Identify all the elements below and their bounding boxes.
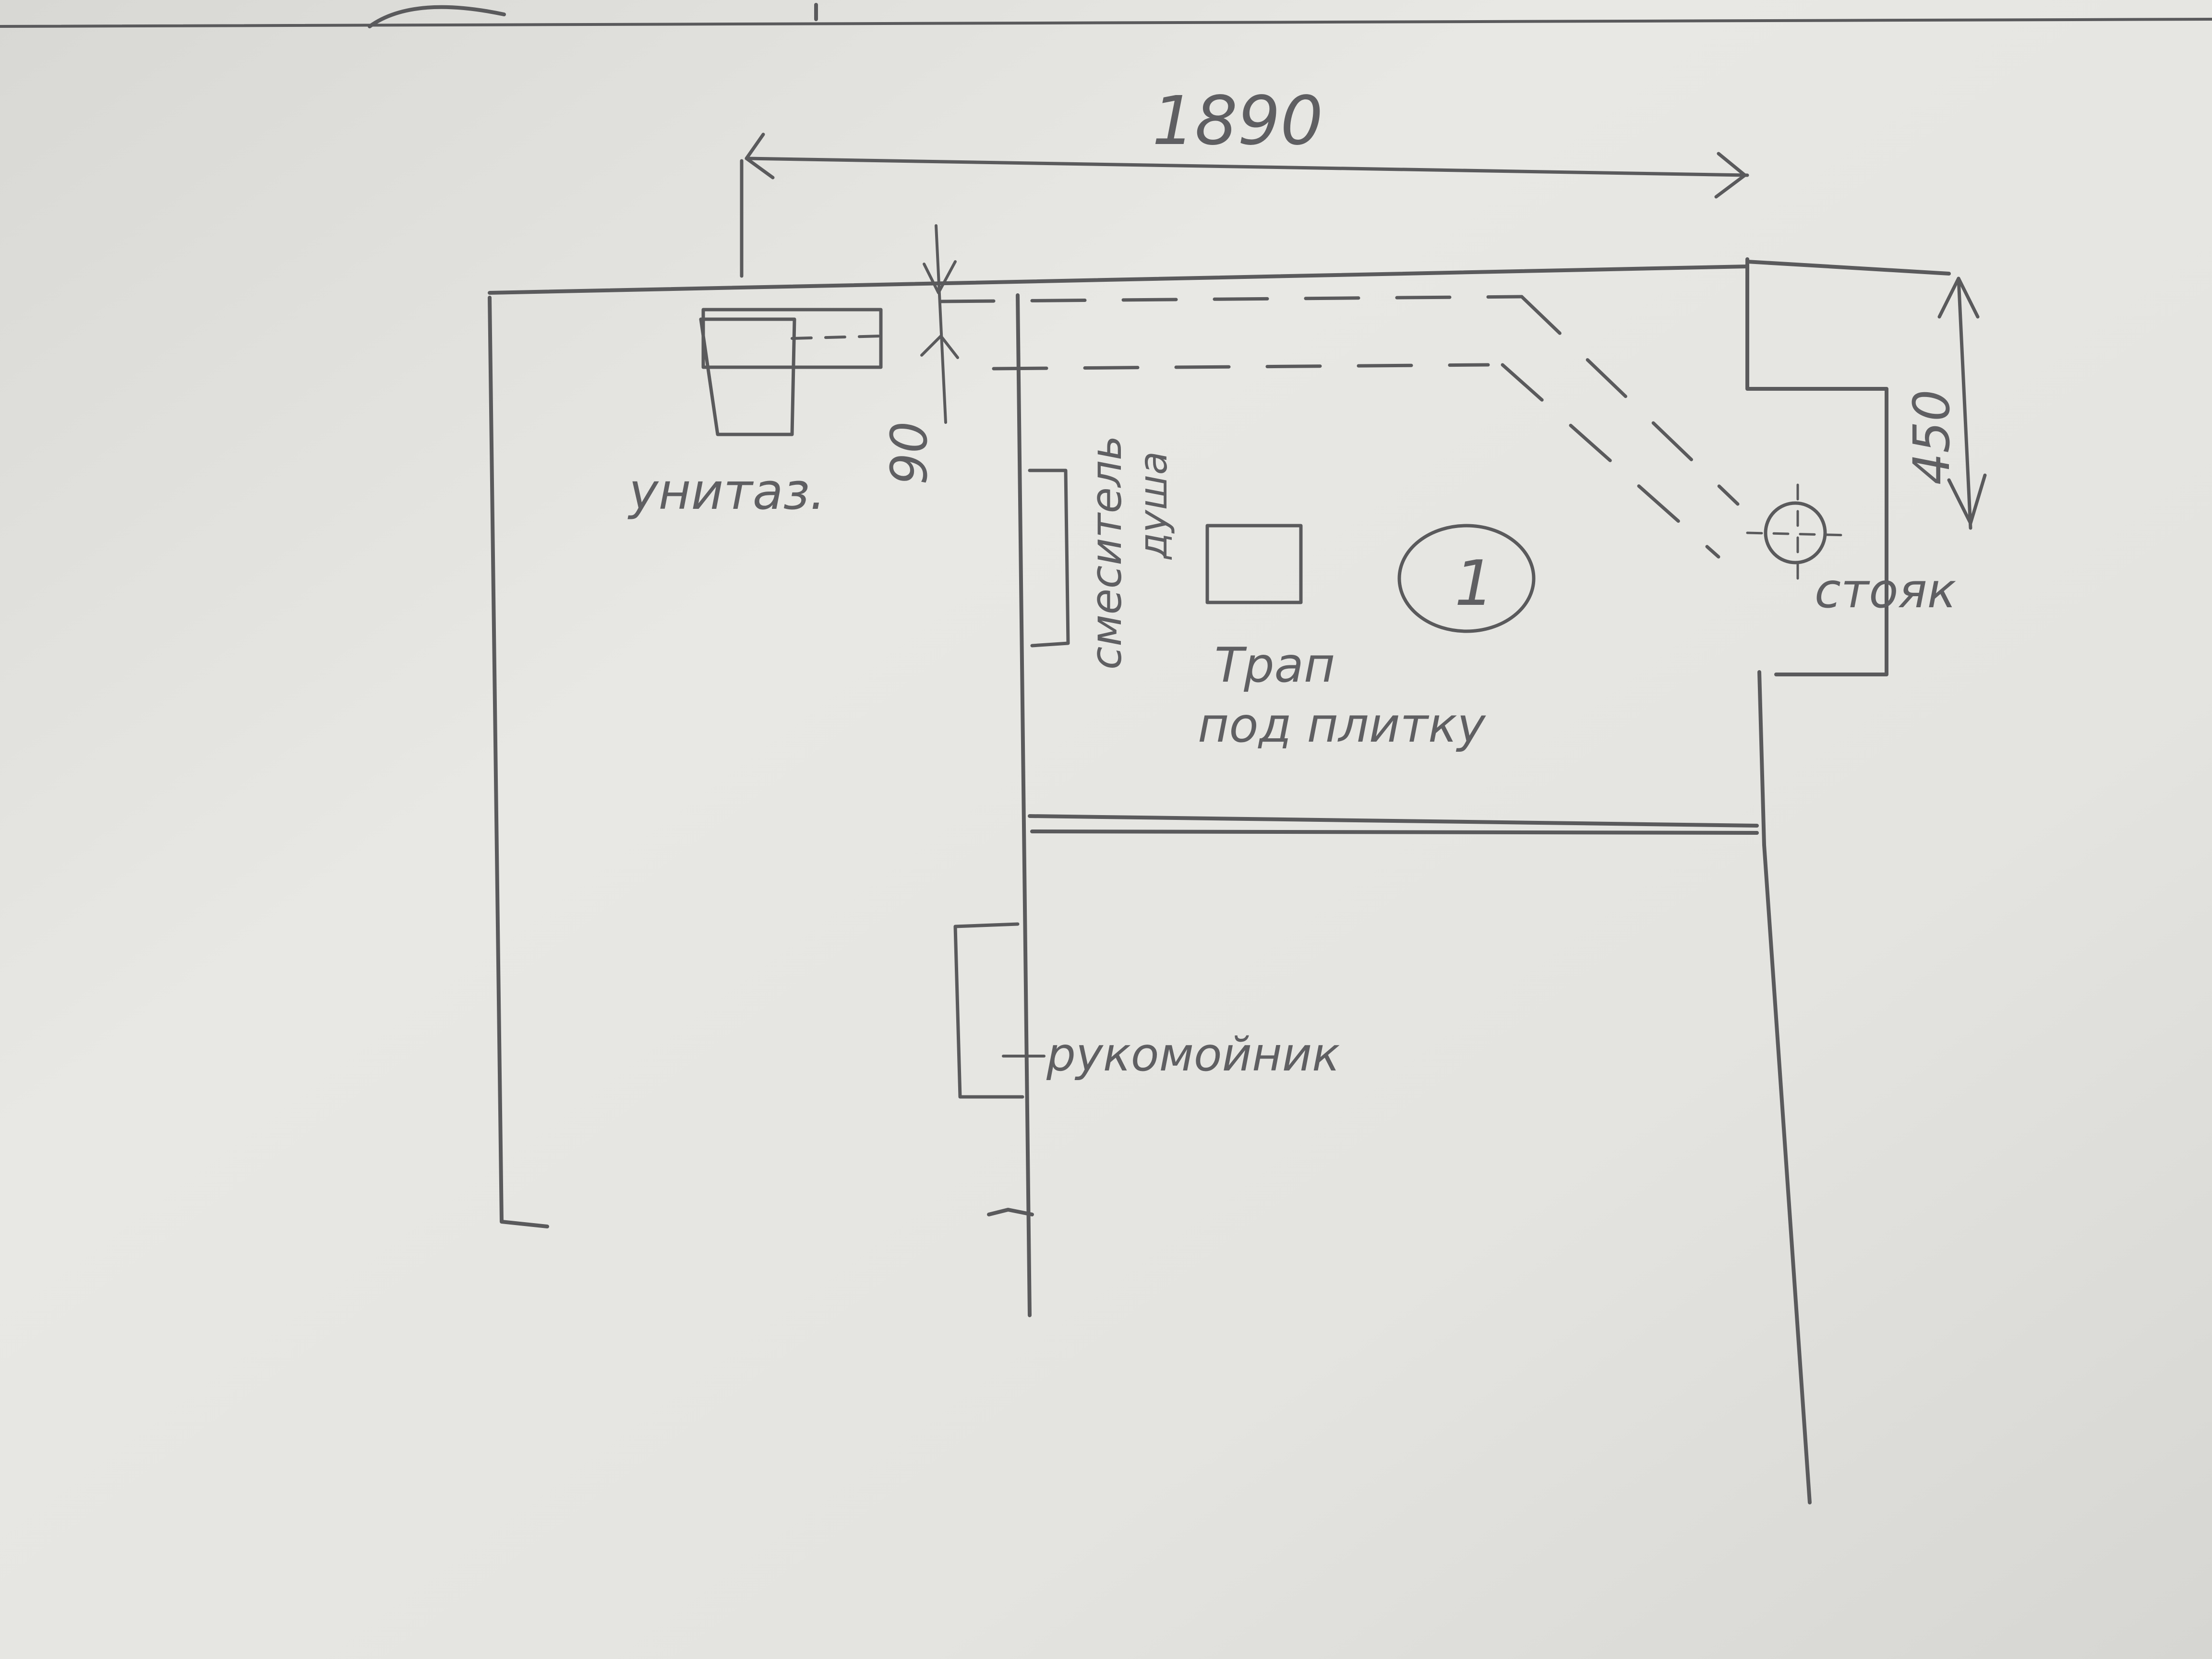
riser-cross-h xyxy=(1746,531,1850,537)
floor-drain-label-line1: Трап xyxy=(1214,637,1335,693)
dimension-1890-label: 1890 xyxy=(1152,82,1323,160)
shower-threshold-double xyxy=(1030,830,1759,835)
pipe-diagonal-lower xyxy=(1501,363,1720,559)
riser: стояк xyxy=(1746,483,1956,619)
washbasin-bracket xyxy=(953,922,1024,1099)
walls xyxy=(488,257,1951,1504)
riser-niche-top xyxy=(1745,260,1951,276)
toilet: унитаз. xyxy=(627,308,883,521)
toilet-bowl xyxy=(699,317,796,436)
shower-mixer: смеситель душа xyxy=(1028,435,1176,670)
dimension-1890-right-arrow xyxy=(1714,152,1747,199)
washbasin-label: рукомойник xyxy=(1046,1028,1340,1082)
floor-drain-label-line2: под плитку xyxy=(1198,697,1486,753)
partition-wall-tick xyxy=(987,1208,1034,1216)
room-marker: 1 xyxy=(1397,524,1536,633)
left-outer-wall xyxy=(488,296,549,1228)
toilet-pipe xyxy=(791,335,882,340)
shower-mixer-label-line1: смеситель xyxy=(1082,435,1131,670)
dimension-90-label: 90 xyxy=(880,421,938,485)
toilet-label: унитаз. xyxy=(627,462,826,521)
top-wall xyxy=(488,264,1749,295)
dimension-450-top-arrow xyxy=(1937,276,1980,319)
pipe-diagonal-upper xyxy=(1520,295,1740,506)
dimension-450-bottom-arrow xyxy=(1947,473,1987,525)
pipe-top-upper xyxy=(939,295,1524,303)
right-wall-lower xyxy=(1762,843,1812,1504)
dimension-450-line xyxy=(1957,276,1972,530)
dimension-1890-left-arrow xyxy=(745,132,775,180)
room-marker-number: 1 xyxy=(1455,547,1494,620)
shower-mixer-bracket xyxy=(1028,469,1070,648)
dimension-90-arrow-low xyxy=(920,335,959,359)
dimension-1890: 1890 xyxy=(740,82,1749,278)
shower-threshold xyxy=(1028,814,1759,828)
riser-circle xyxy=(1764,501,1827,565)
partition-wall xyxy=(1016,293,1032,1317)
floor-drain-square xyxy=(1205,524,1303,604)
dimension-450-label: 450 xyxy=(1902,389,1961,485)
right-wall-upper xyxy=(1757,670,1766,847)
upper-sheet-scribble xyxy=(368,5,506,28)
dashed-pipes xyxy=(939,295,1740,559)
pipe-top-lower xyxy=(992,363,1490,371)
dimension-90-arrow xyxy=(923,260,957,294)
room-marker-circle xyxy=(1397,524,1536,633)
riser-niche-wall xyxy=(1745,257,1888,676)
washbasin: рукомойник xyxy=(953,922,1340,1099)
dimension-1890-line xyxy=(745,156,1749,177)
dimension-90-line xyxy=(935,224,947,424)
dimension-90: 90 xyxy=(880,224,959,485)
riser-label: стояк xyxy=(1815,563,1956,619)
floor-drain: Трап под плитку xyxy=(1198,524,1486,753)
dimension-450: 450 xyxy=(1902,276,1987,530)
shower-mixer-label-line2: душа xyxy=(1131,451,1176,560)
